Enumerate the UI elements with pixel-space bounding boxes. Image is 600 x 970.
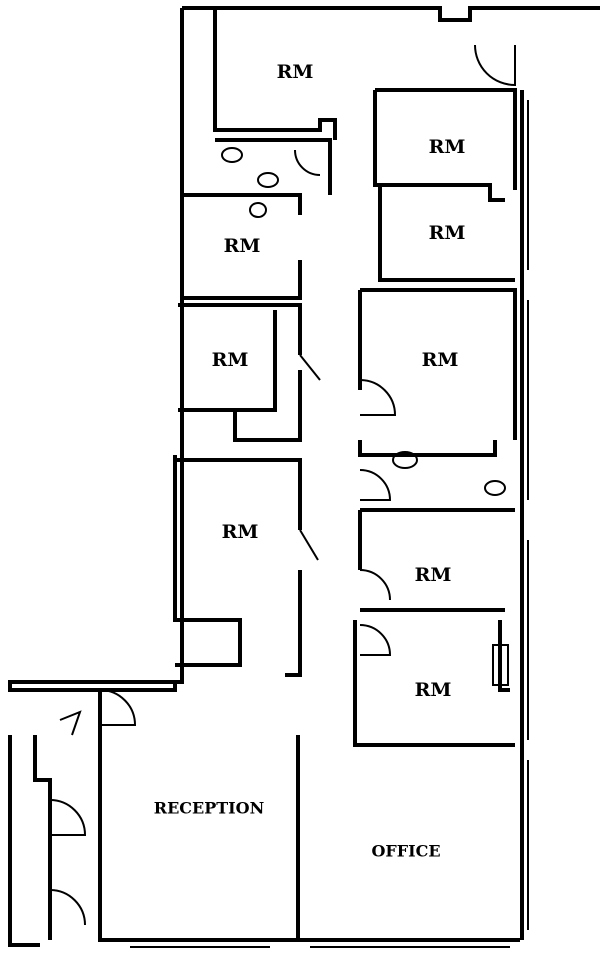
doors	[49, 44, 516, 926]
room-label: RM	[211, 349, 249, 371]
interior-walls	[98, 10, 517, 940]
room-label: RM	[414, 564, 452, 586]
room-label: RM	[421, 349, 459, 371]
room-label: RM	[414, 679, 452, 701]
room-label: RM	[428, 222, 466, 244]
outer-walls	[8, 6, 600, 947]
room-label: RM	[276, 61, 314, 83]
windows	[130, 100, 529, 948]
room-label: RM	[223, 235, 261, 257]
fixtures	[221, 147, 509, 686]
room-label: RM	[428, 136, 466, 158]
reception-label: RECEPTION	[153, 798, 265, 818]
room-label: RM	[221, 521, 259, 543]
office-label: OFFICE	[371, 841, 441, 861]
